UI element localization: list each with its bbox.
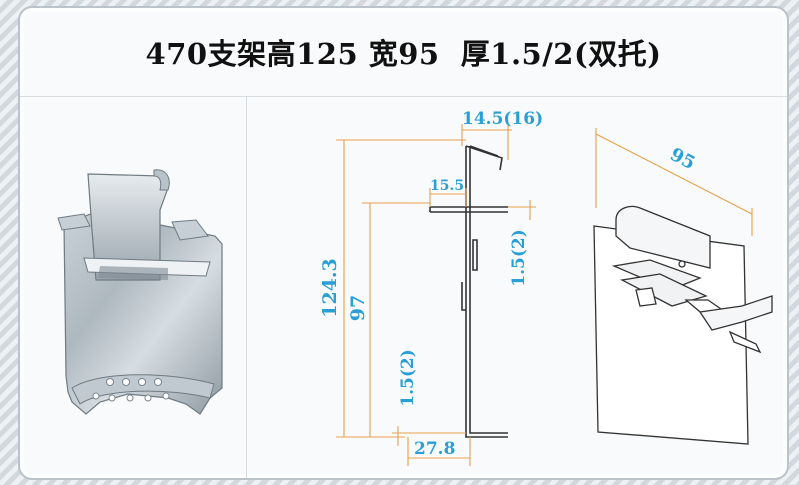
product-title: 470支架高125 宽95 厚1.5/2(双托) [145, 37, 662, 71]
dim-bottom-foot: 27.8 [414, 439, 455, 459]
dim-thickness-upper: 1.5(2) [509, 229, 529, 287]
dim-top-bar: 15.5 [430, 178, 464, 194]
dim-thickness-lower: 1.5(2) [398, 349, 418, 407]
dim-bracket-width: 95 [667, 144, 699, 174]
dimension-leaders [336, 124, 753, 466]
dim-top-hook: 14.5(16) [462, 109, 543, 129]
dim-total-height: 124.3 [319, 258, 341, 318]
title-divider [20, 96, 787, 97]
dim-inner-height: 97 [347, 295, 369, 321]
profile-drawing [429, 145, 508, 438]
bracket-photo [57, 169, 223, 415]
bracket-3d-drawing [593, 205, 773, 445]
panel-divider [246, 96, 247, 478]
